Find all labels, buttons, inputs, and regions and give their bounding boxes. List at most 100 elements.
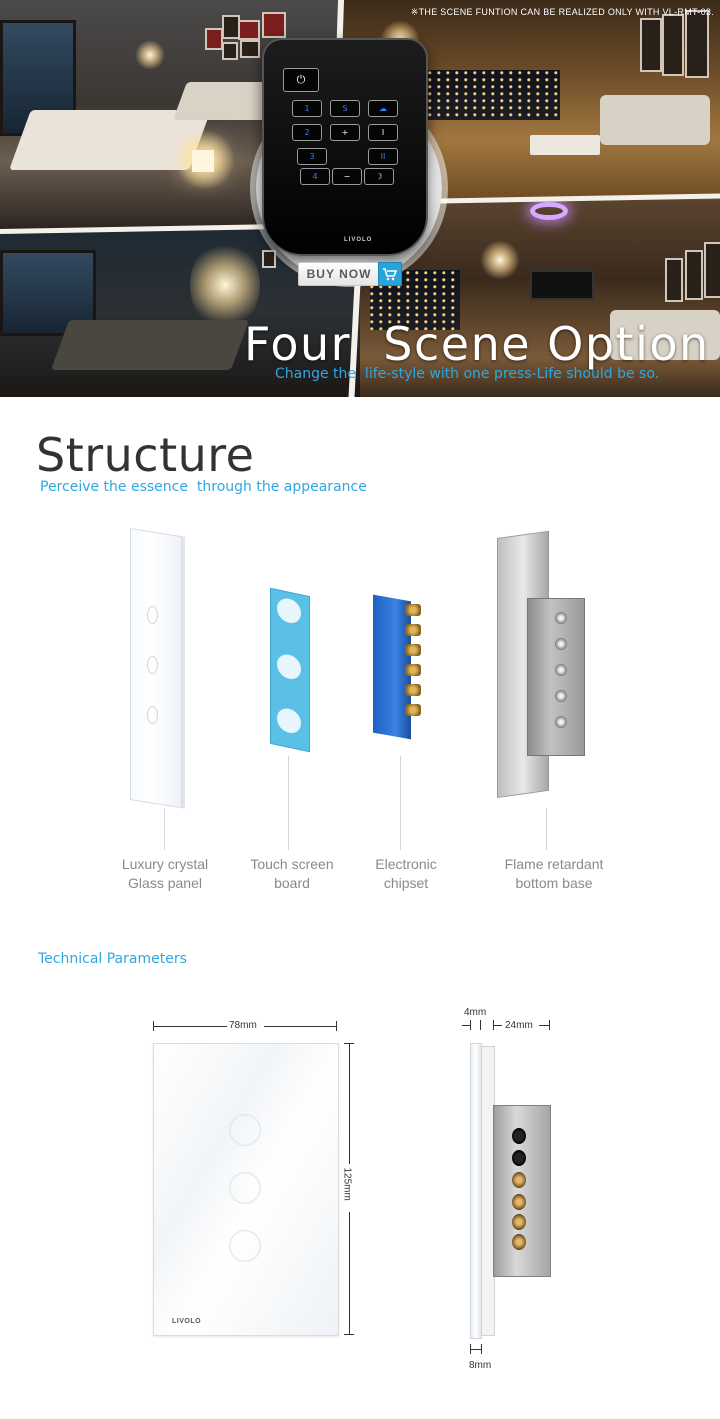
wall-picture bbox=[704, 242, 720, 298]
dim-tick bbox=[344, 1043, 354, 1044]
dim-tick bbox=[344, 1334, 354, 1335]
remote-key: ☽ bbox=[364, 168, 394, 185]
bed bbox=[50, 320, 250, 370]
dim-line bbox=[462, 1025, 470, 1026]
ceiling-light bbox=[480, 240, 520, 280]
tv bbox=[530, 270, 594, 300]
glass-panel-image bbox=[130, 528, 184, 809]
height-dimension: 125mm bbox=[341, 1167, 353, 1201]
wall-picture bbox=[685, 10, 709, 78]
label-line: bottom base bbox=[515, 875, 593, 891]
screw bbox=[555, 716, 567, 728]
wall-picture bbox=[640, 18, 662, 72]
label-line: Touch screen bbox=[250, 856, 334, 872]
terminal bbox=[405, 684, 421, 696]
sofa bbox=[610, 310, 720, 360]
remote-key: II bbox=[368, 148, 398, 165]
touch-ring bbox=[147, 656, 158, 674]
remote-brand-logo: LIVOLO bbox=[344, 237, 373, 243]
cart-icon[interactable] bbox=[378, 262, 402, 286]
touch-pad bbox=[277, 596, 301, 626]
wall-picture bbox=[238, 20, 260, 40]
remote-key: + bbox=[330, 124, 360, 141]
front-panel: LIVOLO bbox=[153, 1043, 339, 1336]
remote-key: ☁ bbox=[368, 100, 398, 117]
dim-line bbox=[349, 1044, 350, 1164]
dim-tick bbox=[549, 1020, 550, 1030]
terminal bbox=[512, 1214, 526, 1230]
touch-board-image bbox=[270, 587, 310, 753]
wall-picture bbox=[685, 250, 703, 300]
base-box bbox=[527, 598, 585, 756]
cube-lamp bbox=[192, 150, 214, 172]
terminal bbox=[405, 624, 421, 636]
leader-line bbox=[164, 808, 165, 850]
dim-tick bbox=[480, 1020, 481, 1030]
touch-ring bbox=[229, 1230, 261, 1262]
label-line: Flame retardant bbox=[504, 856, 604, 872]
terminal bbox=[512, 1172, 526, 1188]
tech-title: Technical Parameters bbox=[38, 951, 187, 967]
structure-subtitle: Perceive the essence through the appeara… bbox=[40, 479, 367, 495]
leader-line bbox=[288, 756, 289, 850]
buy-now-button[interactable]: BUY NOW bbox=[298, 262, 380, 286]
terminal bbox=[405, 644, 421, 656]
remote-key: 3 bbox=[297, 148, 327, 165]
terminal bbox=[512, 1150, 526, 1166]
structure-title: Structure bbox=[36, 428, 255, 482]
sofa bbox=[600, 95, 710, 145]
coffee-table bbox=[530, 135, 600, 155]
label-chipset: Electronic chipset bbox=[346, 855, 466, 893]
screw bbox=[555, 612, 567, 624]
plate-dimension: 8mm bbox=[469, 1360, 492, 1371]
width-dimension: 78mm bbox=[229, 1020, 257, 1031]
dim-line bbox=[494, 1025, 502, 1026]
screw bbox=[555, 638, 567, 650]
touch-pad bbox=[277, 652, 301, 682]
wall-picture bbox=[665, 258, 683, 302]
power-icon: ⏻ bbox=[283, 68, 319, 92]
hero-title: Four Scene Option bbox=[244, 317, 710, 371]
wall-lamp-glow bbox=[190, 240, 260, 330]
label-line: chipset bbox=[383, 875, 429, 891]
bottom-base-image bbox=[497, 530, 593, 800]
terminal bbox=[405, 704, 421, 716]
label-bottom-base: Flame retardant bottom base bbox=[484, 855, 624, 893]
touch-pad bbox=[277, 706, 301, 736]
terminal bbox=[512, 1234, 526, 1250]
label-touch-board: Touch screen board bbox=[232, 855, 352, 893]
depth-dimension: 24mm bbox=[505, 1020, 533, 1031]
dim-tick bbox=[470, 1020, 471, 1030]
dim-line bbox=[264, 1026, 336, 1027]
hero-subtitle: Change the life-style with one press-Lif… bbox=[275, 366, 660, 382]
wall-picture bbox=[262, 12, 286, 38]
glass-dimension: 4mm bbox=[464, 1007, 487, 1018]
wall-picture bbox=[205, 28, 223, 50]
remote-key: − bbox=[332, 168, 362, 185]
wall-picture bbox=[262, 250, 276, 268]
touch-ring bbox=[147, 606, 158, 624]
remote-control: ⏻ 1 S ☁ 2 + I 3 II 4 − ☽ LIVOLO bbox=[262, 38, 428, 256]
dim-line bbox=[470, 1349, 482, 1350]
screw bbox=[555, 664, 567, 676]
label-glass-panel: Luxury crystal Glass panel bbox=[105, 855, 225, 893]
dim-line bbox=[539, 1025, 549, 1026]
label-line: Luxury crystal bbox=[121, 856, 209, 872]
ceiling-ring-light bbox=[530, 202, 568, 220]
touch-ring bbox=[229, 1114, 261, 1146]
leader-line bbox=[400, 756, 401, 850]
wall-light bbox=[135, 40, 165, 70]
remote-key: I bbox=[368, 124, 398, 141]
brand-logo: LIVOLO bbox=[172, 1318, 202, 1325]
terminal bbox=[405, 604, 421, 616]
leader-line bbox=[546, 808, 547, 850]
label-line: Electronic bbox=[375, 856, 437, 872]
screw bbox=[555, 690, 567, 702]
scene-note: ※THE SCENE FUNTION CAN BE REALIZED ONLY … bbox=[410, 7, 714, 17]
terminal bbox=[405, 664, 421, 676]
remote-key: 2 bbox=[292, 124, 322, 141]
wall-picture bbox=[662, 14, 684, 76]
dim-line bbox=[154, 1026, 227, 1027]
remote-key: S bbox=[330, 100, 360, 117]
dim-line bbox=[349, 1212, 350, 1334]
